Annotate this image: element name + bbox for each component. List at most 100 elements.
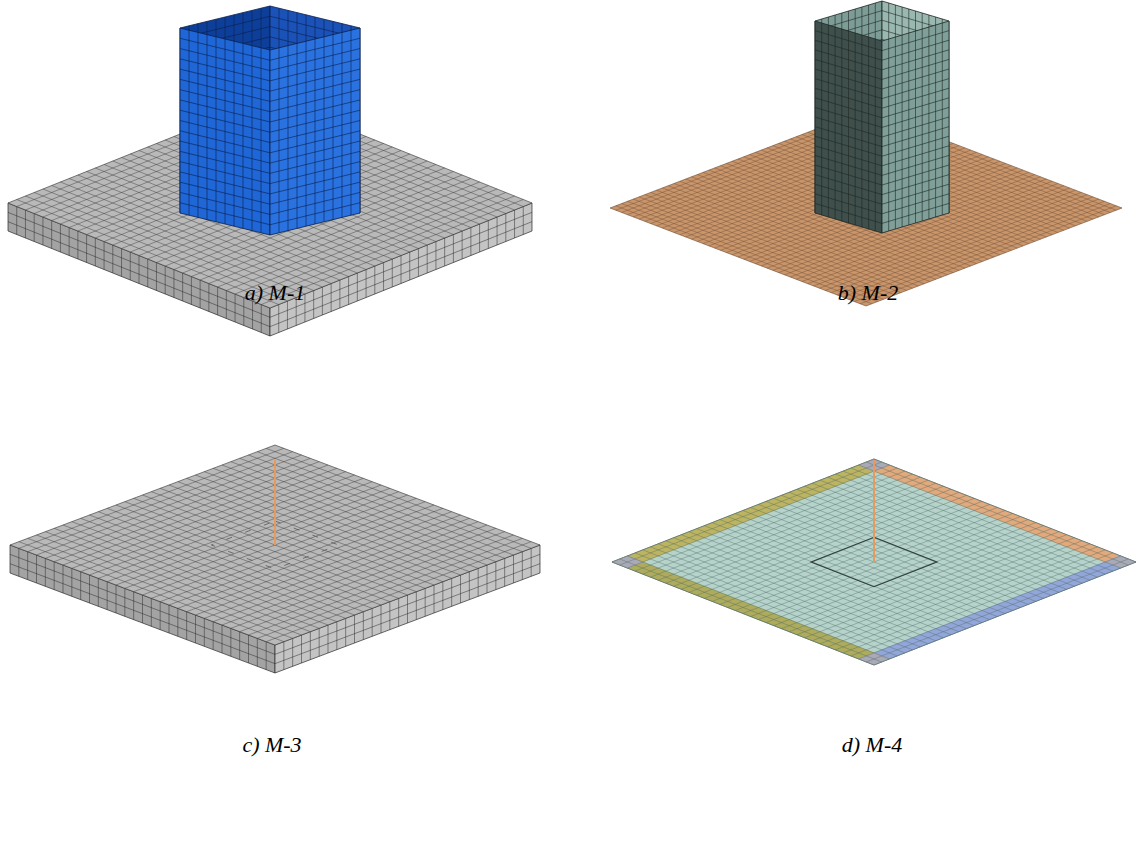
mesh-line [348, 277, 349, 305]
mesh-line [42, 217, 43, 245]
mesh-line [77, 231, 78, 259]
mesh-line [266, 448, 531, 548]
mesh-line [124, 588, 125, 616]
mesh-line [178, 482, 443, 582]
mesh-line [882, 155, 949, 175]
tube-outer-wall [882, 21, 949, 233]
mesh-line [859, 465, 1121, 568]
mesh-line [331, 284, 332, 312]
mesh-line [217, 287, 218, 315]
mesh-line [522, 552, 523, 580]
mesh-line [479, 224, 480, 252]
mesh-line [160, 488, 425, 588]
panel-caption: b) M-2 [838, 280, 898, 306]
mesh-line [116, 585, 117, 613]
mesh-line [812, 483, 1074, 586]
mesh-line [107, 508, 372, 608]
mesh-line [270, 59, 360, 81]
mesh-line [434, 585, 435, 613]
mesh-line [165, 266, 166, 294]
mesh-line [270, 38, 360, 60]
mesh-line [240, 458, 505, 558]
mesh-line [401, 256, 402, 284]
mesh-line [313, 291, 314, 319]
model-m4 [612, 459, 1136, 665]
mesh-line [882, 175, 949, 195]
model-m3 [10, 445, 540, 673]
mesh-line [195, 615, 196, 643]
mesh-line [504, 558, 505, 586]
mesh-line [270, 121, 360, 143]
mesh-line [815, 155, 882, 175]
mesh-line [453, 235, 454, 263]
mesh-line [89, 575, 90, 603]
mesh-line [666, 541, 928, 644]
mesh-line [728, 517, 990, 620]
mesh-line [133, 592, 134, 620]
mesh-line [222, 465, 487, 565]
mesh-line [815, 117, 882, 137]
mesh-line [51, 221, 52, 249]
mesh-line [451, 578, 452, 606]
mesh-line [882, 50, 949, 70]
mesh-line [735, 514, 997, 617]
mesh-line [112, 245, 113, 273]
mesh-line [374, 266, 375, 294]
mesh-line [28, 538, 293, 638]
mesh-line [488, 221, 489, 249]
mesh-line [758, 504, 1020, 607]
mesh-line [121, 249, 122, 277]
mesh-line [191, 277, 192, 305]
mesh-line [98, 512, 363, 612]
mesh-line [27, 552, 28, 580]
mesh-line [86, 235, 87, 263]
mesh-line [16, 207, 17, 235]
mesh-line [270, 182, 360, 204]
mesh-line [180, 69, 270, 91]
mesh-line [651, 547, 913, 650]
shell-plane [612, 459, 1136, 665]
mesh-line [409, 252, 410, 280]
model-m2 [610, 1, 1122, 306]
mesh-line [270, 100, 360, 122]
mesh-line [882, 107, 949, 127]
mesh-line [187, 478, 452, 578]
mesh-line [270, 110, 360, 132]
mesh-grid [612, 459, 1136, 665]
mesh-line [478, 568, 479, 596]
mesh-line [147, 259, 148, 287]
mesh-line [130, 252, 131, 280]
mesh-line [425, 588, 426, 616]
mesh-line [180, 172, 270, 194]
mesh-line [882, 79, 949, 99]
mesh-line [751, 507, 1013, 610]
mesh-line [249, 455, 514, 555]
mesh-line [180, 110, 270, 132]
mesh-line [444, 238, 445, 266]
mesh-line [180, 90, 270, 112]
mesh-line [882, 98, 949, 118]
mesh-line [180, 203, 270, 225]
mesh-line [36, 555, 37, 583]
mesh-line [531, 548, 532, 576]
tube-outer-wall [270, 28, 360, 235]
mesh-line [156, 263, 157, 291]
mesh-line [266, 642, 267, 670]
mesh-line [627, 556, 889, 659]
mesh-line [125, 502, 390, 602]
mesh-line [270, 131, 360, 153]
mesh-line [151, 492, 416, 592]
mesh-line [442, 582, 443, 610]
mesh-line [523, 207, 524, 235]
mesh-line [180, 121, 270, 143]
mesh-line [180, 79, 270, 101]
mesh-line [487, 565, 488, 593]
mesh-line [882, 136, 949, 156]
mesh-line [372, 608, 373, 636]
mesh-line [882, 165, 949, 185]
mesh-line [882, 184, 949, 204]
mesh-line [270, 151, 360, 173]
mesh-line [407, 595, 408, 623]
